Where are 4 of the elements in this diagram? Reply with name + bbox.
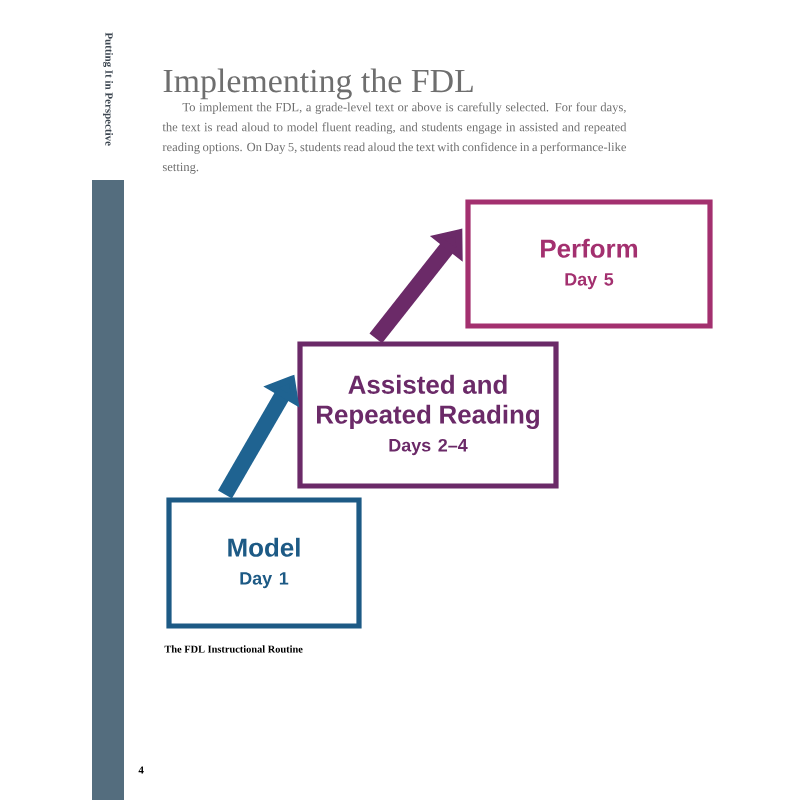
- step-box: Assisted and Repeated Reading Days 2–4: [297, 341, 559, 489]
- step-box: Perform Day 5: [465, 199, 713, 329]
- title: Implementing the FDL: [163, 68, 473, 100]
- step-box: Model Day 1: [166, 497, 362, 629]
